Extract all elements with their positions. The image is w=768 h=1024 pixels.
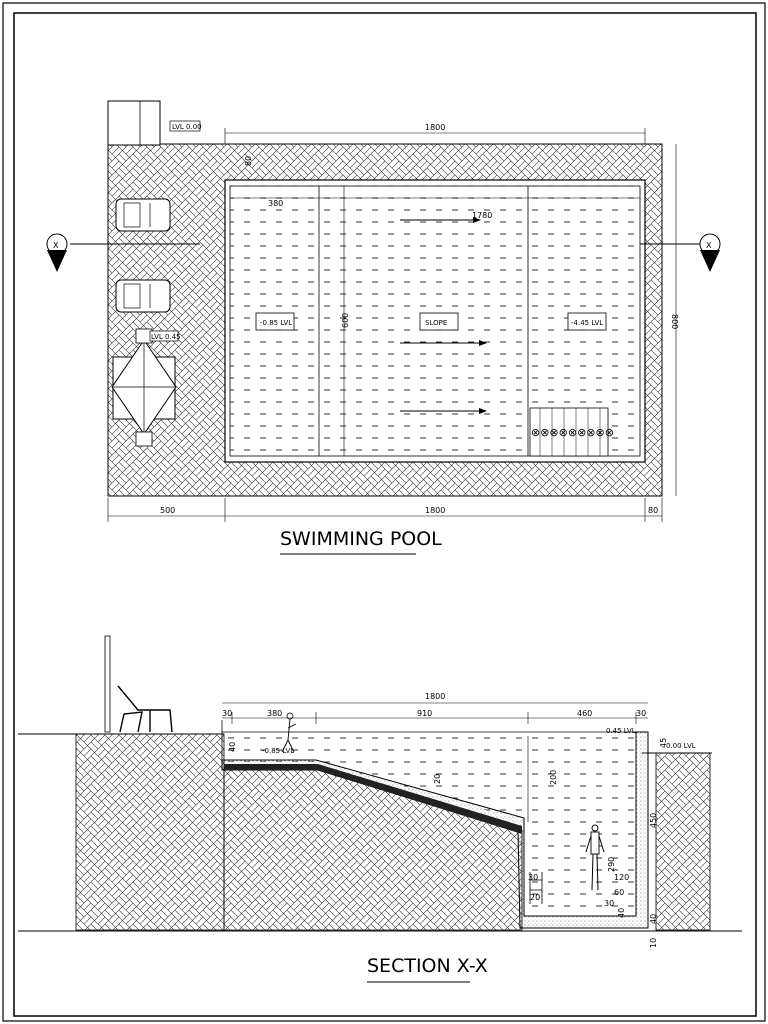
- table-chairs-icon: [111, 328, 177, 447]
- plan-dim-deck-top: 80: [244, 156, 253, 166]
- section-water: [226, 732, 636, 912]
- section-v-45: 45: [659, 738, 668, 748]
- plan-dim-bottom-total: 1800: [425, 506, 445, 515]
- section-v-30b: 30: [604, 899, 614, 908]
- plan-dim-width-inner: 600: [341, 313, 350, 328]
- plan-dim-width-total: 800: [670, 314, 679, 329]
- section-dim-e: 30: [636, 709, 646, 718]
- plan-slope-label: SLOPE: [425, 319, 447, 327]
- plan-view: LVL 0.00 LVL 0.45: [46, 100, 721, 555]
- section-dim-a: 30: [222, 709, 232, 718]
- lounge-chair-icon: [117, 685, 173, 733]
- level-deck-label: LVL 0.45: [151, 333, 181, 341]
- inner-border: [13, 12, 757, 1017]
- section-deep-top-level: 0.45 LVL: [606, 727, 636, 735]
- plan-dim-lane: 1780: [472, 211, 492, 220]
- pump-room: [107, 100, 161, 146]
- car-icon: [115, 198, 171, 232]
- section-dim-d: 460: [577, 709, 592, 718]
- plan-dim-shallow: 380: [268, 199, 283, 208]
- section-v-120: 120: [614, 873, 629, 882]
- level-top-label: LVL 0.00: [172, 123, 202, 131]
- section-v-30: 30: [528, 873, 538, 882]
- section-v-290: 290: [607, 857, 616, 872]
- person-standing-icon: [585, 824, 605, 891]
- plan-deep-level: -4.45 LVL: [571, 319, 603, 327]
- earth-right: [655, 752, 711, 931]
- section-dim-total: 1800: [425, 692, 445, 701]
- svg-text:X: X: [53, 241, 59, 250]
- section-marker-left: X: [46, 233, 68, 272]
- car-icon-2: [115, 279, 171, 313]
- swimmer-icon: [281, 712, 297, 753]
- svg-text:⊗⊗⊗⊗⊗⊗⊗⊗⊗: ⊗⊗⊗⊗⊗⊗⊗⊗⊗: [531, 426, 614, 439]
- section-v-60: 60: [614, 888, 624, 897]
- section-v-20: 20: [433, 774, 442, 784]
- svg-text:X: X: [706, 241, 712, 250]
- section-v-200: 200: [549, 770, 558, 785]
- section-title: SECTION X-X: [367, 955, 488, 977]
- section-view: 1800 30 380 910 460 30 -0.85 LVL 0.45 LV…: [18, 635, 742, 983]
- plan-shallow-level: -0.85 LVL: [260, 319, 292, 327]
- plan-dim-bottom-right: 80: [648, 506, 658, 515]
- section-dim-c: 910: [417, 709, 432, 718]
- pool-ladder: [529, 872, 543, 904]
- section-ground-level: 0.00 LVL: [666, 742, 696, 750]
- section-marker-right: X: [699, 233, 721, 272]
- section-v-40: 40: [228, 742, 237, 752]
- plan-dim-bottom-left: 500: [160, 506, 175, 515]
- section-v-450: 450: [649, 813, 658, 828]
- section-v-10: 10: [649, 938, 658, 948]
- section-v-40b: 40: [617, 908, 626, 918]
- pool-steps: ⊗⊗⊗⊗⊗⊗⊗⊗⊗: [529, 407, 614, 457]
- section-shallow-level: -0.85 LVL: [262, 747, 294, 755]
- section-dim-b: 380: [267, 709, 282, 718]
- light-pole: [104, 635, 111, 733]
- section-v-40c: 40: [649, 914, 658, 924]
- section-v-20b: 20: [530, 893, 540, 902]
- earth-left: [75, 733, 225, 931]
- plan-title: SWIMMING POOL: [280, 528, 442, 550]
- plan-dim-top: 1800: [425, 123, 445, 132]
